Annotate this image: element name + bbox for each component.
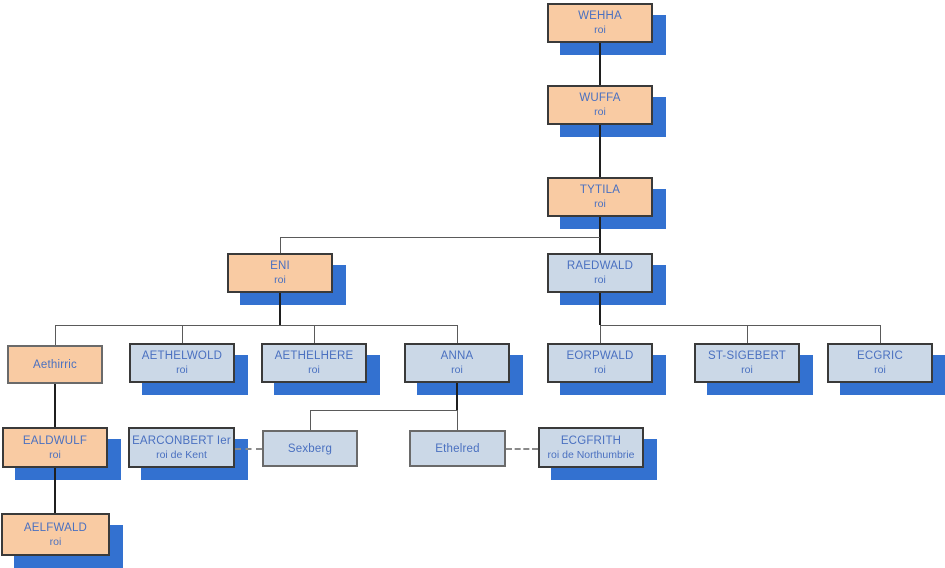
- node-aethelhere[interactable]: AETHELHERE roi: [261, 343, 367, 383]
- node-name: AETHELHERE: [274, 350, 354, 362]
- node-subtitle: roi: [308, 364, 320, 376]
- tree-connector-segment: [182, 325, 183, 343]
- tree-connector-segment: [279, 293, 281, 325]
- node-aethirric[interactable]: Aethirric: [7, 345, 103, 384]
- node-subtitle: roi: [594, 364, 606, 376]
- node-subtitle: roi de Northumbrie: [547, 448, 635, 461]
- node-name: WUFFA: [579, 92, 621, 104]
- node-subtitle: roi: [594, 198, 606, 210]
- tree-connector-segment: [747, 325, 748, 343]
- node-name: ANNA: [440, 350, 474, 362]
- node-aethelwold[interactable]: AETHELWOLD roi: [129, 343, 235, 383]
- node-ecgric[interactable]: ECGRIC roi: [827, 343, 933, 383]
- node-name: ECGRIC: [857, 350, 903, 362]
- node-subtitle: roi: [741, 364, 753, 376]
- node-name: ENI: [270, 260, 290, 272]
- tree-connector-segment: [310, 410, 311, 430]
- tree-connector-segment: [599, 43, 601, 85]
- node-wehha[interactable]: WEHHA roi: [547, 3, 653, 43]
- node-name: WEHHA: [578, 10, 622, 22]
- node-sexberg[interactable]: Sexberg: [262, 430, 358, 467]
- node-subtitle: roi: [594, 106, 606, 118]
- node-wuffa[interactable]: WUFFA roi: [547, 85, 653, 125]
- tree-connector-segment: [280, 237, 600, 238]
- node-subtitle: roi: [274, 274, 286, 286]
- node-ethelred[interactable]: Ethelred: [409, 430, 506, 467]
- node-name: ECGFRITH: [560, 434, 622, 447]
- node-raedwald[interactable]: RAEDWALD roi: [547, 253, 653, 293]
- tree-connector-segment: [314, 325, 315, 343]
- tree-connector-segment: [599, 125, 601, 177]
- node-name: Ethelred: [435, 442, 480, 455]
- node-subtitle: roi de Kent: [156, 448, 207, 461]
- tree-connector-segment: [54, 384, 56, 427]
- tree-connector-segment: [880, 325, 881, 343]
- marriage-link-dashed: [235, 448, 262, 450]
- marriage-link-dashed: [506, 448, 538, 450]
- tree-connector-segment: [600, 325, 880, 326]
- node-subtitle: roi: [594, 24, 606, 36]
- node-name: RAEDWALD: [566, 260, 634, 272]
- node-eni[interactable]: ENI roi: [227, 253, 333, 293]
- tree-connector-segment: [599, 217, 601, 253]
- node-name: AETHELWOLD: [141, 350, 223, 362]
- node-subtitle: roi: [451, 364, 463, 376]
- node-eorpwald[interactable]: EORPWALD roi: [547, 343, 653, 383]
- tree-connector-segment: [456, 383, 458, 410]
- node-name: Sexberg: [287, 442, 333, 455]
- node-name: EARCONBERT Ier: [132, 434, 231, 447]
- node-subtitle: roi: [594, 274, 606, 286]
- node-st-sigebert[interactable]: ST-SIGEBERT roi: [694, 343, 800, 383]
- node-name: ST-SIGEBERT: [707, 350, 787, 362]
- node-tytila[interactable]: TYTILA roi: [547, 177, 653, 217]
- tree-connector-segment: [54, 468, 56, 513]
- node-subtitle: roi: [49, 448, 61, 461]
- tree-connector-segment: [457, 325, 458, 343]
- node-name: Aethirric: [33, 358, 77, 371]
- node-name: AELFWALD: [23, 521, 88, 534]
- node-name: EALDWULF: [22, 434, 88, 447]
- node-name: TYTILA: [579, 184, 621, 196]
- node-anna[interactable]: ANNA roi: [404, 343, 510, 383]
- tree-connector-segment: [55, 325, 56, 345]
- node-subtitle: roi: [176, 364, 188, 376]
- tree-connector-segment: [457, 410, 458, 430]
- node-subtitle: roi: [874, 364, 886, 376]
- tree-connector-segment: [600, 325, 601, 343]
- tree-connector-segment: [280, 237, 281, 253]
- tree-connector-segment: [55, 325, 457, 326]
- node-subtitle: roi: [49, 535, 62, 548]
- tree-connector-segment: [599, 293, 601, 325]
- node-name: EORPWALD: [566, 350, 634, 362]
- tree-connector-segment: [310, 410, 457, 411]
